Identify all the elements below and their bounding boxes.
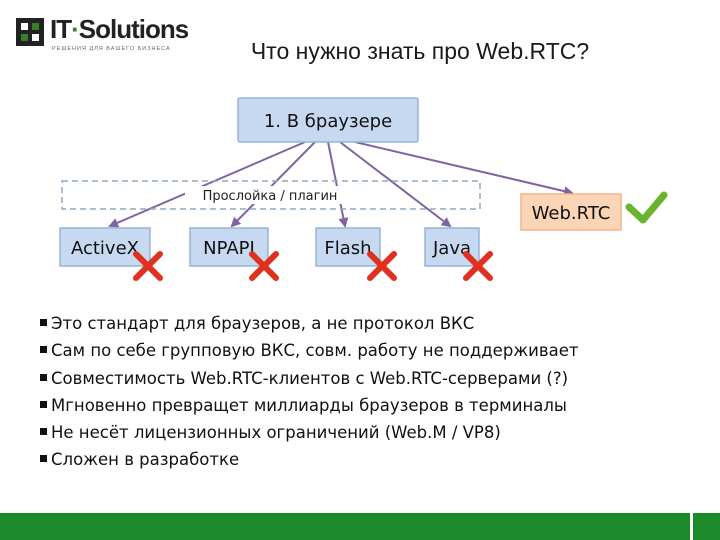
webrtc-node-label: Web.RTC (532, 203, 611, 224)
plugin-layer: Прослойка / плагин (61, 180, 481, 210)
check-icon (625, 191, 668, 224)
webrtc-node: Web.RTC (520, 193, 622, 231)
arrow-to-flash (327, 141, 349, 228)
list-item: Совместимость Web.RTC-клиентов с Web.RTC… (40, 365, 579, 392)
arrow-to-npapi (230, 141, 316, 228)
cross-icon (367, 251, 397, 281)
list-item: Сложен в разработке (40, 446, 579, 473)
slide-title: Что нужно знать про Web.RTC? (250, 38, 590, 64)
root-node-label: 1. В браузере (264, 111, 392, 132)
plugin-node-activex: ActiveX (59, 227, 151, 267)
plugin-label-npapi: NPAPI (203, 238, 255, 259)
bullet-square-icon (40, 400, 47, 408)
list-item: Сам по себе групповую ВКС, совм. работу … (40, 337, 579, 364)
webrtc-diagram: 1. В браузере Прослойка / плагин ActiveX… (59, 97, 668, 281)
plugin-node-npapi: NPAPI (189, 227, 269, 267)
bullet-square-icon (40, 373, 47, 381)
arrow-to-activex (108, 141, 306, 228)
footer-corner-block (693, 513, 720, 540)
cross-icon (133, 251, 163, 281)
bullet-square-icon (40, 428, 47, 436)
bullet-square-icon (40, 319, 47, 326)
bullet-square-icon (40, 346, 47, 354)
bullet-list: Это стандарт для браузеров, а не протоко… (40, 310, 579, 474)
arrow-to-webrtc (354, 141, 574, 197)
plugin-label-java: Java (432, 238, 471, 259)
plugin-node-java: Java (424, 227, 480, 267)
diagram-arrows (108, 141, 574, 228)
logo-mark-icon (16, 18, 44, 46)
plugin-node-flash: Flash (315, 227, 381, 267)
list-item: Не несёт лицензионных ограничений (Web.M… (40, 419, 579, 446)
list-item: Мгновенно превращет миллиарды браузеров … (40, 392, 579, 419)
plugin-label-activex: ActiveX (71, 238, 139, 259)
list-item: Это стандарт для браузеров, а не протоко… (40, 310, 579, 337)
logo-wordmark: IT·Solutions (50, 14, 189, 44)
root-node: 1. В браузере (237, 97, 419, 143)
plugin-label-flash: Flash (324, 238, 371, 259)
cross-icon (249, 251, 279, 281)
company-logo: IT·Solutions РЕШЕНИЯ ДЛЯ ВАШЕГО БИЗНЕСА (16, 14, 189, 52)
logo-tagline: РЕШЕНИЯ ДЛЯ ВАШЕГО БИЗНЕСА (52, 46, 171, 52)
arrow-to-java (339, 141, 452, 228)
plugin-layer-label: Прослойка / плагин (203, 189, 338, 204)
bullet-square-icon (40, 455, 47, 463)
cross-icon (463, 251, 493, 281)
footer-bar (0, 513, 690, 540)
